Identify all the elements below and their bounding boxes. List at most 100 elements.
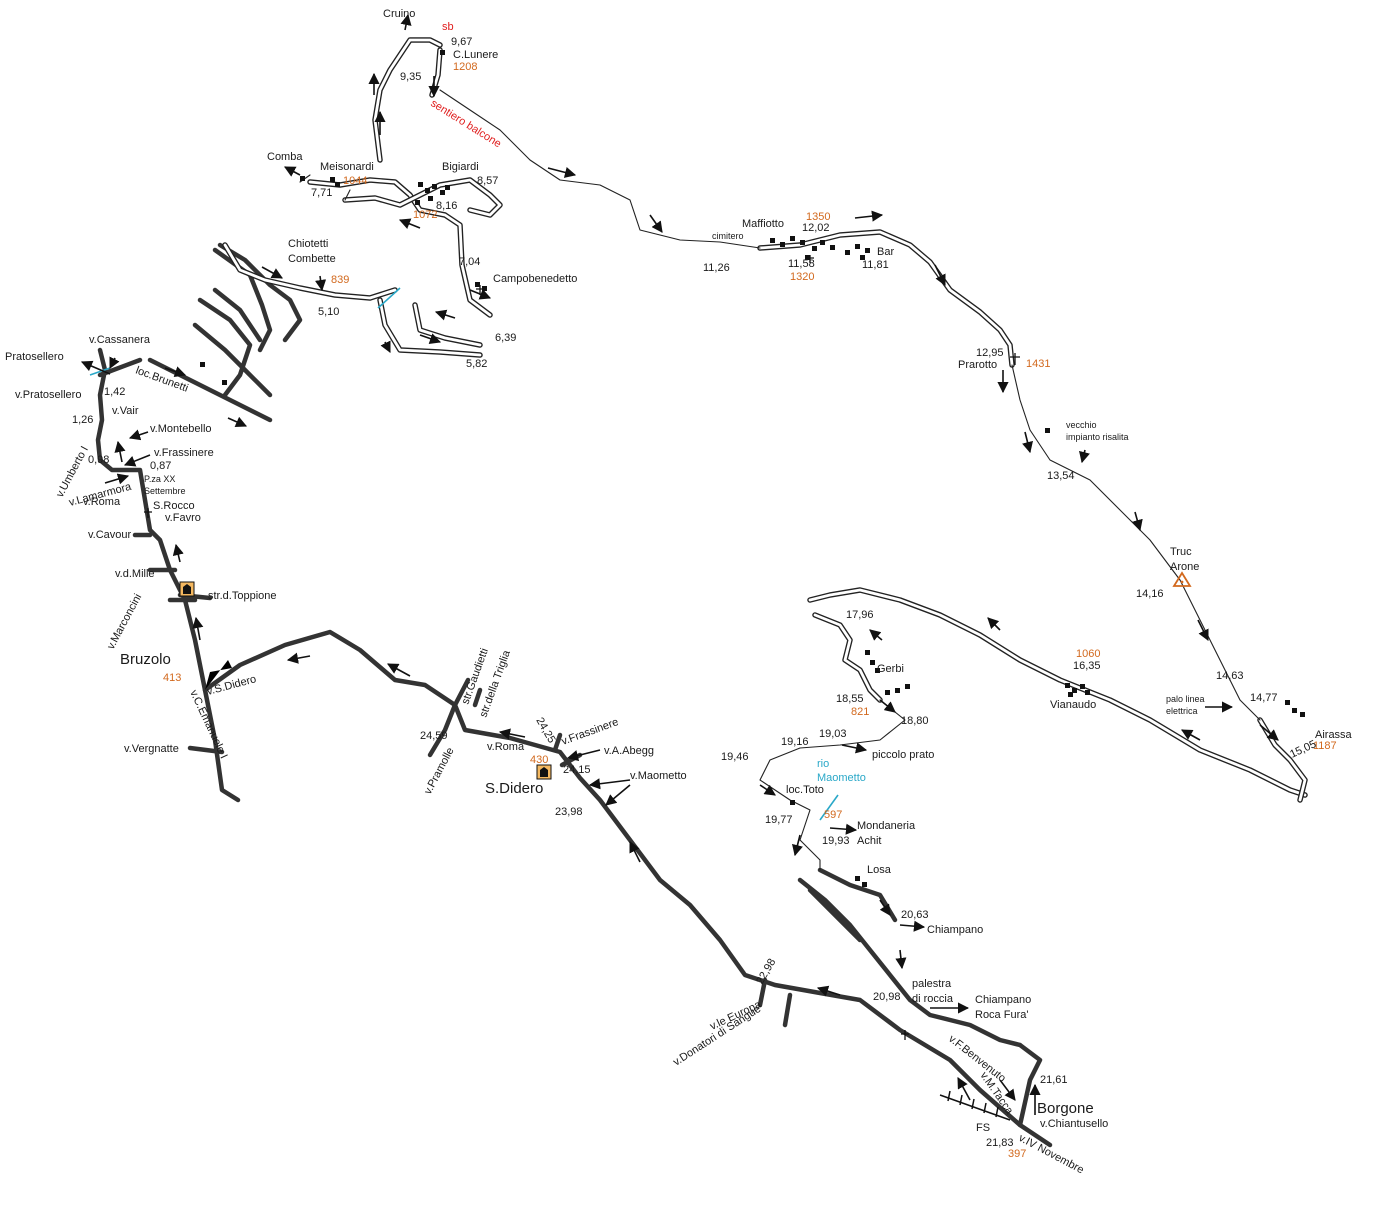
road-network — [95, 37, 1308, 1148]
street-label: v.Vergnatte — [124, 743, 179, 755]
street-label: Settembre — [144, 486, 186, 496]
place-label: loc.Toto — [786, 784, 824, 796]
km-label: 1,26 — [72, 414, 93, 426]
pointer-arrow — [588, 778, 631, 790]
km-label: 24,59 — [420, 730, 448, 742]
direction-arrow — [547, 167, 577, 178]
place-label: Achit — [857, 835, 881, 847]
place-label: Roca Fura' — [975, 1009, 1028, 1021]
place-label: Arone — [1170, 561, 1199, 573]
km-label: 19,77 — [765, 814, 793, 826]
direction-arrow — [227, 416, 248, 428]
shrine-crosses — [144, 255, 1020, 1040]
street-label: v.Frassinere — [154, 447, 214, 459]
start-flag-icon — [205, 660, 232, 690]
direction-arrow — [1259, 724, 1279, 741]
direction-arrow — [987, 617, 1001, 631]
place-label: loc.Brunetti — [134, 365, 190, 395]
km-label: 11,81 — [862, 259, 889, 271]
direction-arrows — [80, 13, 1279, 1115]
street-label: v.Favro — [165, 512, 201, 524]
direction-arrow — [398, 218, 421, 229]
street-label: v.Vair — [112, 405, 139, 417]
street-label: str.d.Toppione — [208, 590, 277, 602]
pointer-arrow — [80, 360, 111, 375]
direction-arrow — [498, 728, 526, 740]
pointer-arrow — [109, 356, 120, 370]
km-label: 13,54 — [1047, 470, 1075, 482]
place-label: Maffiotto — [742, 218, 784, 230]
place-label: impianto risalita — [1066, 432, 1129, 442]
place-label: Mondaneria — [857, 820, 916, 832]
elevation-label: 597 — [824, 809, 842, 821]
place-label: vecchio — [1066, 420, 1097, 430]
direction-arrow — [1022, 431, 1033, 454]
street-label: v.Cassanera — [89, 334, 151, 346]
street-label: v.Chiantusello — [1040, 1118, 1108, 1130]
place-label: di roccia — [912, 993, 954, 1005]
direction-arrow — [879, 899, 891, 916]
pointer-arrow — [284, 166, 301, 177]
place-label: Chiampano — [927, 924, 983, 936]
km-label: 12,95 — [976, 347, 1004, 359]
direction-arrow — [434, 309, 456, 321]
place-label: Vianaudo — [1050, 699, 1096, 711]
direction-arrow — [164, 366, 187, 377]
street-label: P.za XX — [144, 474, 175, 484]
place-label: elettrica — [1166, 706, 1198, 716]
km-label: 23,98 — [555, 806, 583, 818]
place-label: Chiotetti — [288, 238, 328, 250]
place-label: piccolo prato — [872, 749, 934, 761]
km-label: 20,98 — [873, 991, 901, 1003]
elevation-label: 430 — [530, 754, 548, 766]
pointer-arrow — [123, 454, 151, 467]
street-label: S.Rocco — [153, 500, 195, 512]
km-label: 16,35 — [1073, 660, 1101, 672]
street-label: v.Roma — [487, 741, 525, 753]
trail-label-sb: sb — [442, 21, 454, 33]
direction-arrow — [1131, 511, 1143, 532]
elevation-label: 1208 — [453, 61, 477, 73]
street-label: v.Pratosellero — [15, 389, 81, 401]
place-label: Airassa — [1315, 729, 1353, 741]
km-label: 9,67 — [451, 36, 472, 48]
place-label: palestra — [912, 978, 952, 990]
km-label: 19,16 — [781, 736, 809, 748]
km-label: 20,63 — [901, 909, 929, 921]
pointer-arrow — [566, 749, 601, 761]
elevation-label: 1187 — [1313, 740, 1337, 752]
direction-arrow — [419, 333, 442, 344]
direction-arrow — [400, 13, 412, 31]
street-label: v.Frassinere — [560, 716, 620, 748]
direction-arrow — [261, 266, 283, 279]
place-label: Combette — [288, 253, 336, 265]
street-label: v.Roma — [83, 496, 121, 508]
km-label: 8,57 — [477, 175, 498, 187]
street-label: v.Maometto — [630, 770, 687, 782]
stream-label: rio — [817, 758, 829, 770]
elevation-label: 821 — [851, 706, 869, 718]
direction-arrow — [816, 985, 841, 997]
pointer-arrow — [841, 742, 868, 754]
place-label: Pratosellero — [5, 351, 64, 363]
km-label: 11,26 — [703, 262, 730, 274]
streams — [89, 287, 839, 821]
km-label: 21,83 — [986, 1137, 1014, 1149]
km-label: 21,61 — [1040, 1074, 1068, 1086]
direction-arrow — [649, 214, 663, 233]
place-label: Chiampano — [975, 994, 1031, 1006]
town-label-borgone: Borgone — [1037, 1100, 1094, 1117]
place-label: Gerbi — [877, 663, 904, 675]
street-label: v.Umberto I — [54, 444, 91, 499]
km-label: 15,05 — [1288, 738, 1318, 761]
pointer-arrow — [899, 920, 926, 932]
place-label: Campobenedetto — [493, 273, 577, 285]
direction-arrow — [380, 340, 391, 354]
trail-label-balcone: sentiero balcone — [428, 97, 503, 150]
direction-arrow — [999, 1079, 1016, 1101]
pointer-arrow — [829, 823, 858, 835]
labels: sb sentiero balcone Cruino C.Lunere Comb… — [5, 8, 1353, 1176]
place-label: cimitero — [712, 231, 744, 241]
elevation-label: 1060 — [1076, 648, 1100, 660]
elevation-label: 1072 — [413, 209, 437, 221]
